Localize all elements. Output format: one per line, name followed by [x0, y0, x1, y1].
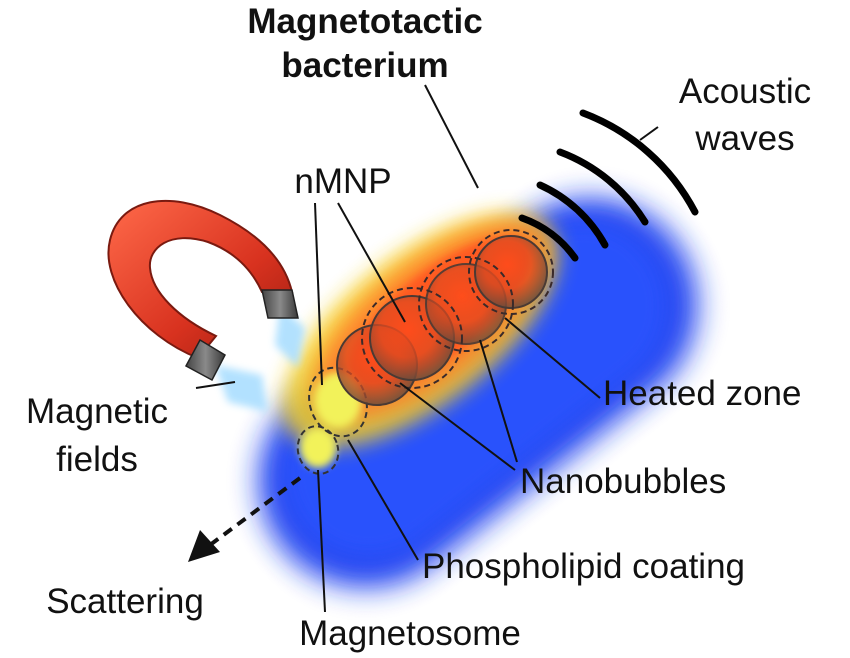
acoustic-waves-icon: [518, 109, 699, 262]
scattering-arrow: [188, 476, 302, 562]
acoustic-waves-label-2: waves: [694, 119, 794, 158]
title-line-1: Magnetotactic: [247, 2, 482, 41]
title-line-2: bacterium: [281, 46, 448, 85]
magnetic-fields-label-1: Magnetic: [26, 392, 168, 431]
phospholipid-coating-label: Phospholipid coating: [422, 547, 745, 586]
phospholipid-coatings: [361, 229, 554, 389]
magnetic-field-glow: [215, 305, 305, 412]
magnetic-fields-label-2: fields: [56, 440, 138, 479]
magnetosome-label: Magnetosome: [299, 614, 521, 653]
horseshoe-magnet-icon: [107, 199, 299, 382]
acoustic-waves-label-1: Acoustic: [679, 72, 811, 111]
nmnp-label: nMNP: [294, 162, 391, 201]
bacterium-cell: [258, 197, 699, 589]
scattering-label: Scattering: [46, 582, 204, 621]
heated-zone-label: Heated zone: [603, 374, 801, 413]
nanobubbles-label: Nanobubbles: [520, 462, 726, 501]
leader-lines: [195, 84, 659, 613]
